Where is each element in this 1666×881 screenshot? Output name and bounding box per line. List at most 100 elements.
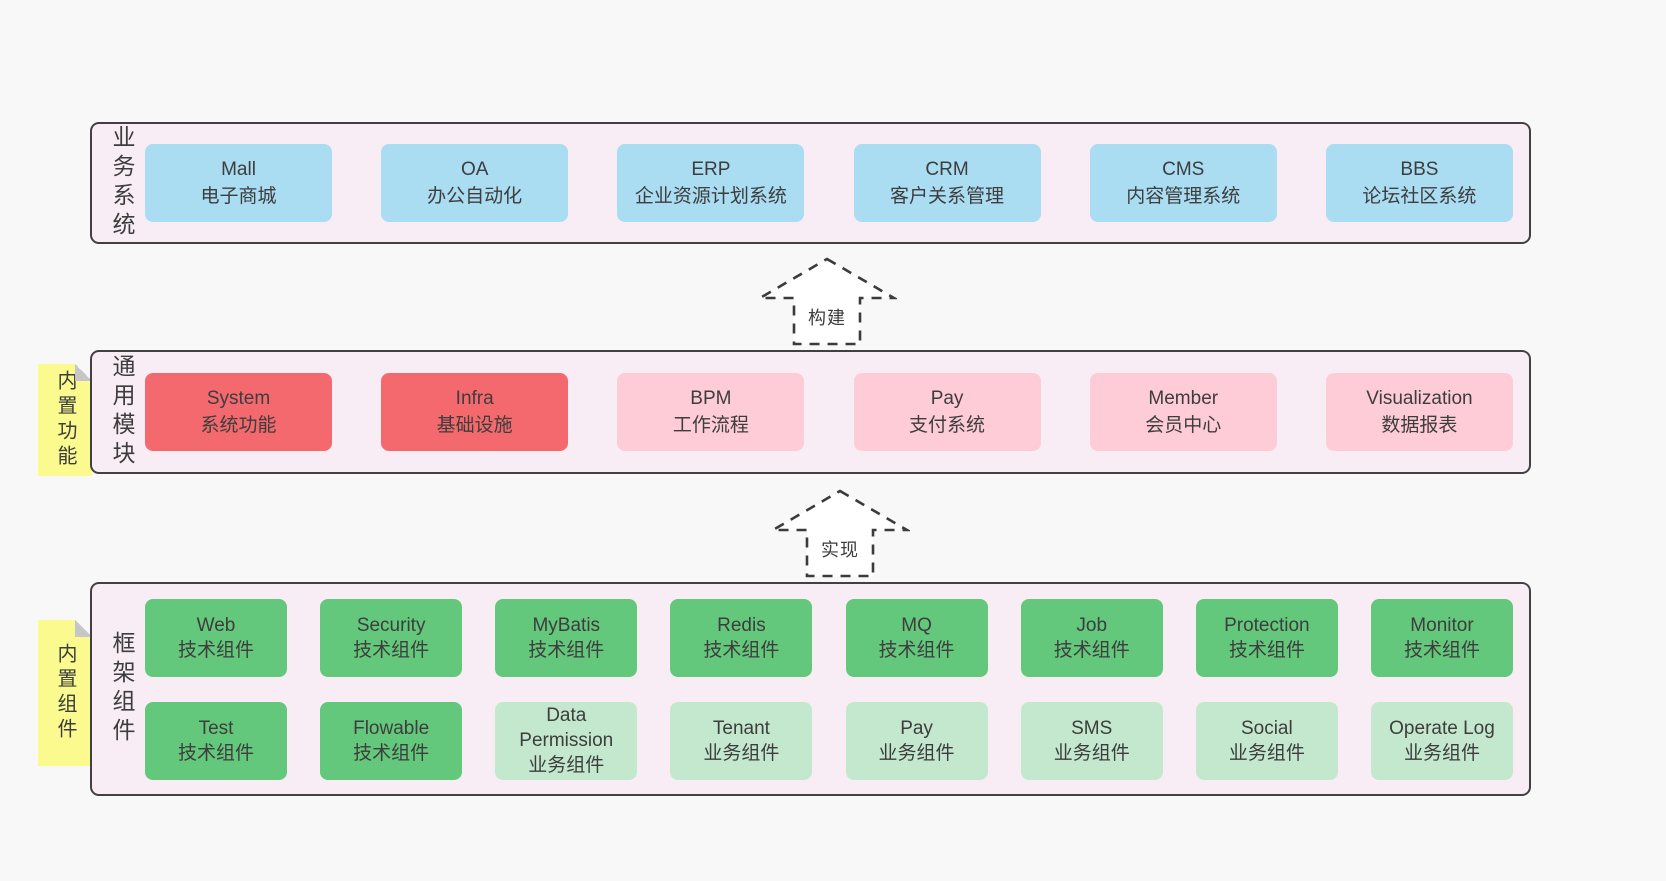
box-subtitle: 业务组件 — [528, 755, 605, 776]
box-web: Web 技术组件 — [145, 598, 287, 677]
box-monitor: Monitor 技术组件 — [1370, 598, 1513, 677]
common-modules-label: 通用模块 — [109, 354, 135, 470]
box-title: Social — [1240, 717, 1293, 739]
box-test: Test 技术组件 — [145, 701, 287, 780]
box-title: Operate Log — [1389, 717, 1495, 739]
box-job: Job 技术组件 — [1020, 598, 1163, 677]
box-mq: MQ 技术组件 — [845, 598, 988, 677]
box-subtitle: 办公自动化 — [427, 186, 523, 207]
business-systems-label: 业务系统 — [109, 125, 135, 241]
box-title: MQ — [901, 614, 932, 636]
box-subtitle: 电子商城 — [200, 186, 277, 207]
box-subtitle: 技术组件 — [1403, 639, 1480, 661]
box-subtitle: 内容管理系统 — [1126, 186, 1241, 207]
box-subtitle: 技术组件 — [1228, 639, 1305, 661]
box-bbs: BBS 论坛社区系统 — [1325, 144, 1513, 222]
box-redis: Redis 技术组件 — [670, 598, 813, 677]
implement-arrow: 实现 — [770, 488, 910, 580]
box-title: System — [206, 388, 271, 409]
build-arrow: 构建 — [757, 256, 897, 348]
box-subtitle: 技术组件 — [528, 639, 605, 661]
box-subtitle: 工作流程 — [672, 415, 749, 436]
business-systems-panel: 业务系统 Mall 电子商城 OA 办公自动化 ERP 企业资源计划系统 CRM… — [90, 122, 1531, 244]
box-subtitle: 技术组件 — [353, 742, 430, 764]
box-subtitle: 论坛社区系统 — [1362, 186, 1477, 207]
box-cms: CMS 内容管理系统 — [1089, 144, 1277, 222]
box-operate-log: Operate Log 业务组件 — [1370, 701, 1513, 780]
box-title: ERP — [691, 159, 731, 180]
box-data-permission: Data Permission 业务组件 — [495, 701, 638, 780]
box-mall: Mall 电子商城 — [145, 144, 332, 222]
box-title: Pay — [900, 717, 933, 739]
box-subtitle: 企业资源计划系统 — [634, 186, 787, 207]
box-tenant: Tenant 业务组件 — [670, 701, 813, 780]
box-sms: SMS 业务组件 — [1020, 701, 1163, 780]
built-in-components-sticky: 内置组件 — [38, 620, 92, 766]
business-systems-boxes: Mall 电子商城 OA 办公自动化 ERP 企业资源计划系统 CRM 客户关系… — [145, 144, 1513, 222]
box-title: OA — [460, 159, 489, 180]
box-subtitle: 会员中心 — [1145, 415, 1222, 436]
framework-components-rows: Web 技术组件 Security 技术组件 MyBatis 技术组件 Redi… — [145, 598, 1513, 780]
box-system: System 系统功能 — [145, 373, 332, 451]
box-subtitle: 业务组件 — [1228, 742, 1305, 764]
implement-arrow-label: 实现 — [821, 540, 859, 560]
up-arrow-icon — [770, 489, 910, 578]
box-title: Mall — [221, 159, 256, 180]
tech-components-row: Web 技术组件 Security 技术组件 MyBatis 技术组件 Redi… — [145, 598, 1513, 677]
box-oa: OA 办公自动化 — [381, 144, 569, 222]
box-bpm: BPM 工作流程 — [617, 373, 805, 451]
box-subtitle: 客户关系管理 — [890, 186, 1005, 207]
box-subtitle: 技术组件 — [353, 639, 430, 661]
box-subtitle: 支付系统 — [909, 415, 986, 436]
built-in-features-sticky-label: 内置功能 — [54, 370, 76, 470]
folded-corner-icon — [75, 620, 92, 637]
box-title: Redis — [717, 614, 766, 636]
box-title: Job — [1076, 614, 1108, 636]
box-title: SMS — [1071, 717, 1113, 739]
box-social: Social 业务组件 — [1195, 701, 1338, 780]
box-protection: Protection 技术组件 — [1195, 598, 1338, 677]
box-flowable: Flowable 技术组件 — [320, 701, 463, 780]
box-crm: CRM 客户关系管理 — [853, 144, 1041, 222]
built-in-components-sticky-label: 内置组件 — [54, 643, 76, 743]
box-security: Security 技术组件 — [320, 598, 463, 677]
box-title: Monitor — [1410, 614, 1474, 636]
box-title: Data Permission — [519, 705, 614, 751]
build-arrow-label: 构建 — [808, 308, 846, 328]
common-modules-boxes: System 系统功能 Infra 基础设施 BPM 工作流程 Pay 支付系统… — [145, 373, 1513, 451]
biz-components-row: Test 技术组件 Flowable 技术组件 Data Permission … — [145, 701, 1513, 780]
box-subtitle: 系统功能 — [200, 415, 277, 436]
box-visualization: Visualization 数据报表 — [1325, 373, 1513, 451]
box-title: Visualization — [1366, 388, 1473, 409]
folded-corner-icon — [75, 364, 92, 381]
box-title: Tenant — [712, 717, 770, 739]
box-subtitle: 技术组件 — [177, 639, 254, 661]
box-subtitle: 基础设施 — [436, 415, 513, 436]
up-arrow-icon — [757, 257, 897, 346]
box-infra: Infra 基础设施 — [381, 373, 569, 451]
box-title: Test — [198, 717, 234, 739]
box-title: Security — [356, 614, 426, 636]
box-title: Flowable — [353, 717, 430, 739]
box-pay-module: Pay 支付系统 — [853, 373, 1041, 451]
framework-components-label: 框架组件 — [109, 631, 135, 747]
common-modules-panel: 通用模块 System 系统功能 Infra 基础设施 BPM 工作流程 Pay… — [90, 350, 1531, 474]
box-title: Protection — [1224, 614, 1310, 636]
box-subtitle: 业务组件 — [703, 742, 780, 764]
box-title: BBS — [1400, 159, 1439, 180]
box-title: CRM — [925, 159, 969, 180]
built-in-features-sticky: 内置功能 — [38, 364, 92, 476]
box-mybatis: MyBatis 技术组件 — [495, 598, 638, 677]
box-subtitle: 业务组件 — [878, 742, 955, 764]
box-title: Member — [1148, 388, 1219, 409]
box-subtitle: 业务组件 — [1053, 742, 1130, 764]
box-member: Member 会员中心 — [1089, 373, 1277, 451]
box-subtitle: 业务组件 — [1403, 742, 1480, 764]
framework-components-panel: 框架组件 Web 技术组件 Security 技术组件 MyBatis 技术组件… — [90, 582, 1531, 796]
box-title: Web — [196, 614, 236, 636]
box-title: CMS — [1162, 159, 1205, 180]
box-subtitle: 技术组件 — [177, 742, 254, 764]
box-subtitle: 技术组件 — [703, 639, 780, 661]
box-title: Infra — [455, 388, 494, 409]
box-subtitle: 技术组件 — [878, 639, 955, 661]
